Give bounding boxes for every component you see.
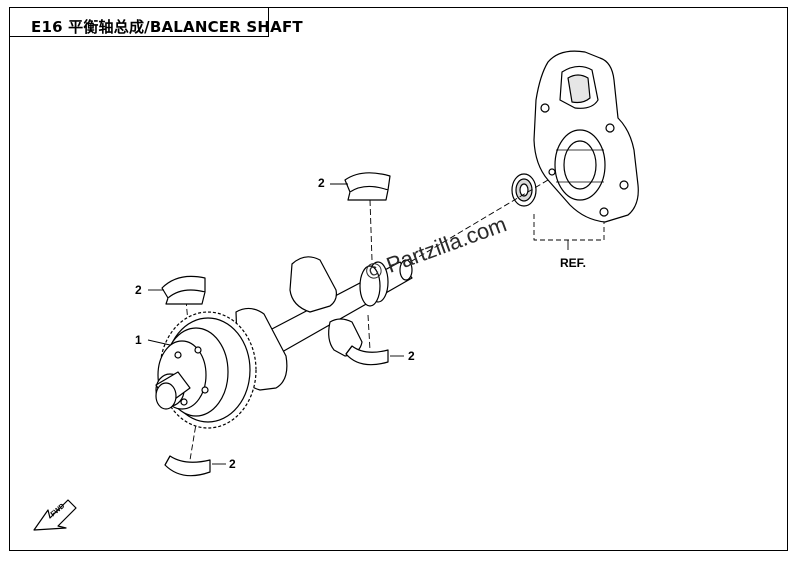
callout-bearing-top: 2 xyxy=(318,176,325,190)
callout-bearing-right: 2 xyxy=(408,349,415,363)
bearing-shell-bottom xyxy=(164,455,211,477)
callout-gear: 1 xyxy=(135,333,142,347)
diagram-title: E16 平衡轴总成/BALANCER SHAFT xyxy=(31,18,303,36)
title-block: E16 平衡轴总成/BALANCER SHAFT xyxy=(9,7,303,37)
engine-cover-ref xyxy=(533,50,639,223)
callout-bearing-left: 2 xyxy=(135,283,142,297)
forward-direction-arrow xyxy=(33,499,77,531)
bearing-shell-top xyxy=(344,172,391,201)
balancer-drive-gear xyxy=(155,311,257,429)
bearing-shell-right xyxy=(345,345,389,366)
oil-seal xyxy=(511,173,537,207)
reference-label: REF. xyxy=(560,256,587,270)
callout-bearing-bottom: 2 xyxy=(229,457,236,471)
bearing-shell-left xyxy=(161,275,206,305)
drawing-frame xyxy=(9,7,788,551)
